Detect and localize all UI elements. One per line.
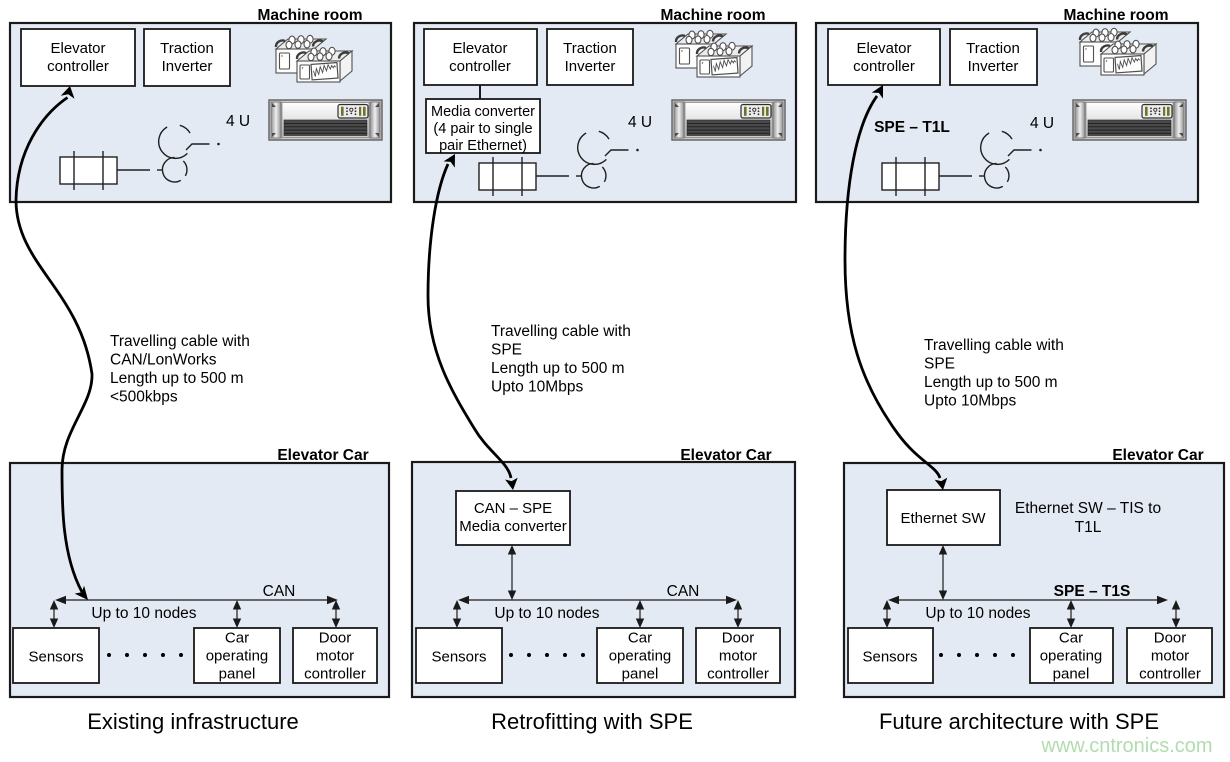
svg-text:Sensors: Sensors	[862, 649, 917, 666]
svg-text:4 U: 4 U	[628, 114, 652, 131]
svg-text:CAN/LonWorks: CAN/LonWorks	[110, 352, 217, 369]
svg-text:CAN: CAN	[667, 583, 700, 600]
svg-text:Traction: Traction	[966, 40, 1020, 57]
svg-text:controller: controller	[707, 666, 769, 683]
svg-text:Sensors: Sensors	[431, 649, 486, 666]
svg-text:controller: controller	[449, 58, 511, 75]
svg-text:Inverter: Inverter	[968, 58, 1019, 75]
svg-text:controller: controller	[304, 666, 366, 683]
svg-text:www.cntronics.com: www.cntronics.com	[1040, 735, 1212, 757]
svg-text:Upto 10Mbps: Upto 10Mbps	[491, 379, 583, 396]
svg-text:Car: Car	[1059, 630, 1083, 647]
svg-text:Ethernet SW: Ethernet SW	[900, 510, 986, 527]
svg-text:Retrofitting with SPE: Retrofitting with SPE	[491, 709, 693, 734]
svg-text:Elevator Car: Elevator Car	[680, 447, 771, 464]
svg-text:CAN – SPE: CAN – SPE	[474, 500, 552, 517]
svg-text:Sensors: Sensors	[28, 649, 83, 666]
svg-text:operating: operating	[609, 648, 672, 665]
svg-text:Elevator Car: Elevator Car	[277, 447, 368, 464]
svg-text:Travelling cable with: Travelling cable with	[491, 323, 631, 340]
svg-text:motor: motor	[316, 648, 354, 665]
svg-text:Media converter: Media converter	[459, 518, 567, 535]
svg-text:SPE – T1S: SPE – T1S	[1054, 583, 1131, 600]
svg-text:Elevator: Elevator	[452, 40, 507, 57]
svg-text:Up to 10 nodes: Up to 10 nodes	[494, 605, 599, 622]
svg-text:Media converter: Media converter	[431, 104, 535, 120]
svg-text:Car: Car	[225, 630, 249, 647]
svg-text:CAN: CAN	[263, 583, 296, 600]
svg-text:pair Ethernet): pair Ethernet)	[439, 138, 527, 154]
svg-text:Travelling cable with: Travelling cable with	[110, 333, 250, 350]
svg-text:operating: operating	[206, 648, 269, 665]
svg-text:Length up to 500 m: Length up to 500 m	[110, 370, 244, 387]
svg-text:T1L: T1L	[1075, 519, 1102, 536]
svg-text:Machine room: Machine room	[1063, 7, 1168, 24]
svg-text:panel: panel	[622, 666, 659, 683]
svg-text:SPE: SPE	[924, 356, 955, 373]
svg-text:motor: motor	[719, 648, 757, 665]
svg-text:<500kbps: <500kbps	[110, 389, 178, 406]
svg-text:controller: controller	[1139, 666, 1201, 683]
svg-text:controller: controller	[853, 58, 915, 75]
svg-text:panel: panel	[219, 666, 256, 683]
svg-text:Ethernet SW – TIS to: Ethernet SW – TIS to	[1015, 500, 1161, 517]
svg-text:(4 pair to single: (4 pair to single	[433, 121, 532, 137]
svg-text:Travelling cable with: Travelling cable with	[924, 337, 1064, 354]
svg-text:Door: Door	[1154, 630, 1187, 647]
svg-text:Existing infrastructure: Existing infrastructure	[87, 709, 299, 734]
svg-text:Length up to 500 m: Length up to 500 m	[924, 374, 1058, 391]
svg-text:Up to 10 nodes: Up to 10 nodes	[91, 605, 196, 622]
svg-text:SPE – T1L: SPE – T1L	[874, 119, 950, 136]
svg-text:Elevator Car: Elevator Car	[1112, 447, 1203, 464]
svg-text:Car: Car	[628, 630, 652, 647]
svg-text:Door: Door	[722, 630, 755, 647]
svg-text:Length up to 500 m: Length up to 500 m	[491, 360, 625, 377]
svg-text:4 U: 4 U	[1030, 115, 1054, 132]
svg-text:Elevator: Elevator	[856, 40, 911, 57]
svg-text:Traction: Traction	[563, 40, 617, 57]
svg-text:Inverter: Inverter	[162, 58, 213, 75]
svg-text:controller: controller	[47, 58, 109, 75]
svg-text:panel: panel	[1053, 666, 1090, 683]
svg-text:Inverter: Inverter	[565, 58, 616, 75]
svg-text:Door: Door	[319, 630, 352, 647]
svg-text:Machine room: Machine room	[257, 7, 362, 24]
svg-text:Elevator: Elevator	[50, 40, 105, 57]
svg-text:Upto 10Mbps: Upto 10Mbps	[924, 393, 1016, 410]
svg-text:SPE: SPE	[491, 342, 522, 359]
svg-text:Up to 10 nodes: Up to 10 nodes	[925, 605, 1030, 622]
svg-text:Traction: Traction	[160, 40, 214, 57]
svg-text:4 U: 4 U	[226, 113, 250, 130]
svg-text:Machine room: Machine room	[660, 7, 765, 24]
svg-text:motor: motor	[1151, 648, 1189, 665]
svg-text:Future architecture with SPE: Future architecture with SPE	[879, 709, 1159, 734]
svg-text:operating: operating	[1040, 648, 1103, 665]
